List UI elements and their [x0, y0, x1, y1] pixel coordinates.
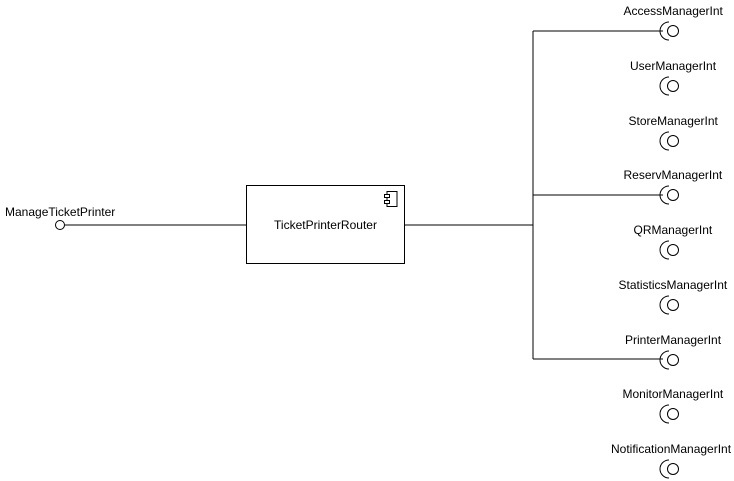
required-interface-symbol[interactable]: [659, 404, 679, 424]
required-interface-symbol[interactable]: [659, 459, 679, 479]
required-interface-symbol[interactable]: [659, 76, 679, 96]
ball-icon: [667, 463, 679, 475]
required-interface-label: NotificationManagerInt: [611, 442, 732, 456]
socket-icon: [659, 240, 670, 260]
socket-icon: [659, 350, 670, 370]
required-interface-label: StatisticsManagerInt: [618, 278, 728, 292]
component-name: TicketPrinterRouter: [274, 218, 377, 232]
ball-icon: [667, 25, 679, 37]
ball-icon: [667, 189, 679, 201]
socket-icon: [659, 76, 670, 96]
provided-interface-ball[interactable]: [55, 220, 65, 230]
required-interface-label: MonitorManagerInt: [622, 387, 724, 401]
required-interface-symbol[interactable]: [659, 295, 679, 315]
socket-icon: [659, 404, 670, 424]
required-interface-symbol[interactable]: [659, 350, 679, 370]
socket-icon: [659, 295, 670, 315]
ball-icon: [667, 135, 679, 147]
required-interface-label: PrinterManagerInt: [625, 333, 722, 347]
ball-icon: [667, 408, 679, 420]
component-box[interactable]: TicketPrinterRouter: [246, 185, 405, 264]
ball-icon: [667, 299, 679, 311]
socket-icon: [659, 21, 670, 41]
required-interface-label: QRManagerInt: [633, 223, 713, 237]
provided-interface-label: ManageTicketPrinter: [5, 205, 116, 219]
socket-icon: [659, 131, 670, 151]
required-interface-label: ReservManagerInt: [623, 168, 723, 182]
ball-icon: [667, 354, 679, 366]
component-icon: [384, 191, 398, 207]
required-interface-symbol[interactable]: [659, 21, 679, 41]
required-interface-label: StoreManagerInt: [628, 114, 718, 128]
required-interface-label: AccessManagerInt: [623, 4, 723, 18]
required-interface-symbol[interactable]: [659, 185, 679, 205]
required-interface-symbol[interactable]: [659, 240, 679, 260]
socket-icon: [659, 185, 670, 205]
required-interface-symbol[interactable]: [659, 131, 679, 151]
ball-icon: [667, 244, 679, 256]
ball-icon: [667, 80, 679, 92]
required-interface-label: UserManagerInt: [630, 59, 717, 73]
socket-icon: [659, 459, 670, 479]
